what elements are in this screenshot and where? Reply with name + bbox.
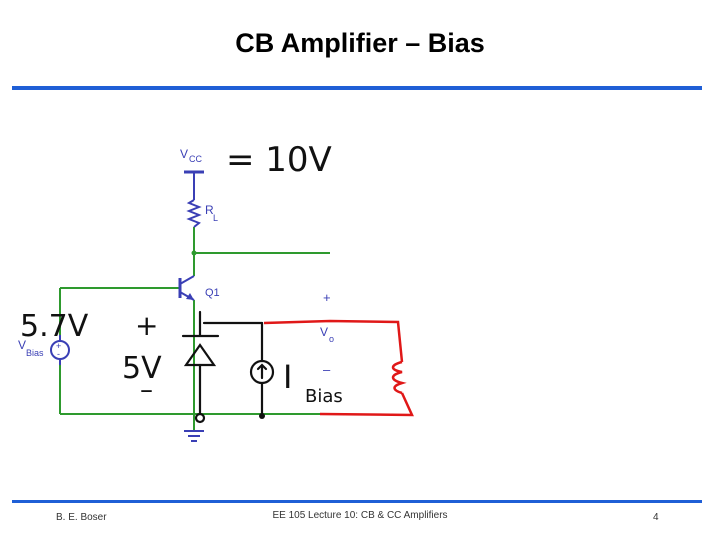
ibias-annotation-sub: Bias: [305, 386, 343, 407]
vo-plus: +: [323, 290, 331, 305]
vbias-label-sub: Bias: [26, 348, 44, 358]
diode-minus-annotation: –: [140, 375, 153, 405]
junction-dot: [191, 250, 197, 256]
footer-divider: [12, 500, 702, 503]
diode-value-annotation: 5V: [122, 351, 162, 386]
diode-plus-annotation: +: [135, 309, 158, 342]
rl-label-sub: L: [213, 213, 218, 223]
slide-title: CB Amplifier – Bias: [235, 28, 485, 58]
vbias-label: V: [18, 338, 26, 352]
q1-label: Q1: [205, 287, 220, 299]
diode-bottom-node: [194, 412, 206, 424]
vbias-minus-mark: -: [57, 349, 60, 359]
ground-symbol: [184, 430, 204, 442]
handwritten-ink: [181, 310, 275, 416]
vo-label: V: [320, 325, 328, 339]
circuit-wires: [59, 227, 330, 430]
footer-course: EE 105 Lecture 10: CB & CC Amplifiers: [272, 510, 448, 521]
footer-author: B. E. Boser: [56, 512, 107, 523]
vcc-supply: [184, 170, 204, 228]
emitter-arrow: [186, 293, 194, 300]
ibias-bottom-node: [259, 413, 265, 419]
vcc-value-annotation: = 10V: [226, 140, 332, 180]
vbias-plus-mark: +: [56, 341, 61, 351]
rl-label: R: [205, 203, 214, 217]
vcc-label-sub: CC: [189, 154, 202, 164]
ibias-annotation: I: [283, 358, 292, 396]
load-resistor-sketch: [263, 319, 414, 417]
vo-minus: –: [323, 362, 331, 377]
page-number: 4: [653, 512, 659, 523]
vbias-value-annotation: 5.7V: [20, 309, 89, 344]
vcc-label: V: [180, 147, 188, 161]
vbias-source: [50, 335, 70, 365]
title-divider: [12, 86, 702, 90]
vo-label-sub: o: [329, 334, 334, 344]
